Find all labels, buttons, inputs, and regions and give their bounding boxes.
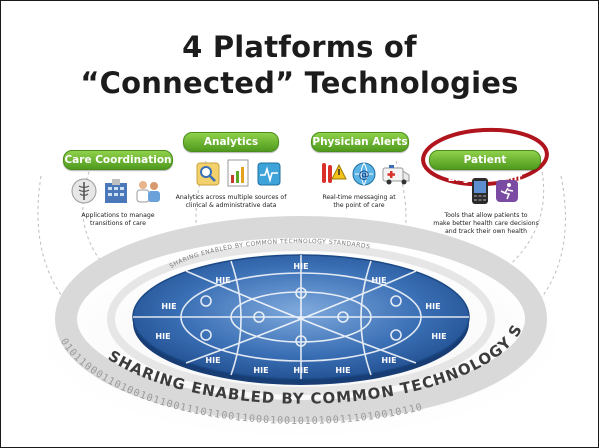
caption-line: the point of care	[333, 202, 385, 209]
caduceus-icon	[71, 178, 97, 209]
hie-labels: HIE HIE HIE HIE HIE HIE HIE HIE HIE HIE …	[155, 262, 446, 375]
title-line-1: 4 Platforms of	[182, 30, 417, 64]
report-chart-icon	[226, 159, 250, 192]
magnifier-icon	[196, 162, 220, 191]
hie-label: HIE	[371, 276, 386, 285]
hie-label: HIE	[253, 366, 268, 375]
caption-line: Real-time messaging at	[322, 194, 396, 201]
caption-line: and track their own health	[444, 228, 528, 235]
platform-pill-care-coordination: Care Coordination	[63, 150, 173, 170]
platform-pill-analytics: Analytics	[183, 132, 279, 152]
email-globe-icon: @	[351, 161, 377, 192]
hie-label: HIE	[161, 302, 176, 311]
caption-line: transitions of care	[89, 220, 146, 227]
hie-label: HIE	[293, 366, 308, 375]
title-line-2: “Connected” Technologies	[80, 66, 519, 100]
heart-monitor-icon	[257, 162, 281, 191]
hie-label: HIE	[381, 356, 396, 365]
caption-line: clinical & administrative data	[185, 202, 277, 209]
puzzle-disc	[132, 254, 470, 385]
patient-engagement-caption: Tools that allow patients to make better…	[429, 212, 543, 236]
hie-label: HIE	[215, 276, 230, 285]
platform-pill-patient-engagement: Patient Engagement	[429, 150, 541, 184]
test-tubes-alert-icon	[319, 159, 347, 192]
caption-line: Applications to manage	[81, 212, 155, 219]
hie-label: HIE	[155, 332, 170, 341]
hie-label: HIE	[293, 262, 308, 271]
analytics-caption: Analytics across multiple sources of cli…	[175, 194, 287, 210]
ambulance-icon	[381, 161, 411, 192]
svg-text:@: @	[359, 168, 370, 181]
hie-label: HIE	[425, 302, 440, 311]
fitness-app-icon	[495, 179, 519, 208]
caption-line: Analytics across multiple sources of	[175, 194, 287, 201]
doctors-icon	[134, 178, 162, 209]
slide-title: 4 Platforms of “Connected” Technologies	[1, 29, 598, 101]
platform-pill-physician-alerts: Physician Alerts	[311, 132, 409, 152]
caption-line: make better health care decisions	[433, 220, 539, 227]
hie-label: HIE	[431, 332, 446, 341]
inner-ring	[107, 243, 495, 395]
physician-alerts-caption: Real-time messaging at the point of care	[311, 194, 407, 210]
care-coordination-caption: Applications to manage transitions of ca…	[63, 212, 173, 228]
smartphone-icon	[471, 177, 489, 210]
hie-label: HIE	[335, 366, 350, 375]
caption-line: Tools that allow patients to	[444, 212, 528, 219]
hospital-building-icon	[102, 177, 130, 210]
outer-ring	[55, 216, 547, 422]
hie-label: HIE	[205, 356, 220, 365]
